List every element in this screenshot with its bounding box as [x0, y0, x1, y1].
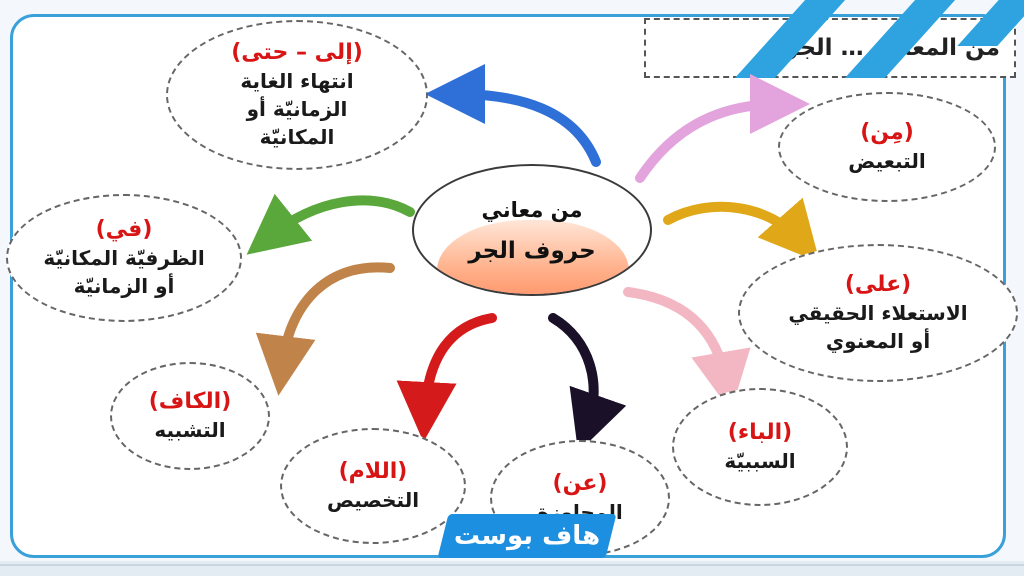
bubble-ba: (الباء) السببيّة: [672, 388, 848, 506]
bubble-line: التخصيص: [326, 488, 420, 512]
bottom-divider: [0, 564, 1024, 566]
bubble-heading: (عن): [552, 471, 608, 496]
bubble-line: الزمانيّة أو: [246, 97, 348, 121]
bubble-heading: (إلى – حتى): [231, 40, 363, 65]
arrow-fi: [246, 193, 415, 255]
bubble-line: السببيّة: [724, 449, 796, 473]
bubble-line: أو المعنوي: [825, 329, 931, 353]
center-node: من معاني حروف الجر: [412, 164, 652, 296]
center-line-2: حروف الجر: [468, 238, 596, 264]
bubble-line: التبعيض: [848, 149, 926, 173]
bubble-min: (مِن) التبعيض: [778, 92, 996, 202]
arrow-ila: [425, 64, 601, 167]
bubble-line: التشبيه: [154, 418, 226, 442]
arrow-lam: [396, 313, 497, 442]
bubble-line: أو الزمانيّة: [73, 274, 175, 298]
bubble-heading: (الباء): [727, 420, 793, 445]
arrow-kaf: [255, 262, 395, 396]
bubble-ila: (إلى – حتى) انتهاء الغاية الزمانيّة أو ا…: [166, 20, 428, 170]
arrow-min: [635, 74, 810, 183]
bubble-fi: (في) الظرفيّة المكانيّة أو الزمانيّة: [6, 194, 242, 322]
bubble-lam: (اللام) التخصيص: [280, 428, 466, 544]
center-gradient-fill: [437, 220, 629, 294]
bubble-heading: (على): [844, 272, 912, 297]
arrow-an: [548, 313, 627, 453]
bubble-heading: (في): [95, 217, 153, 242]
bubble-kaf: (الكاف) التشبيه: [110, 362, 270, 470]
arrow-ala: [663, 197, 820, 263]
bubble-line: انتهاء الغاية: [240, 69, 354, 93]
bubble-heading: (اللام): [338, 459, 408, 484]
watermark-text: هاف بوست: [453, 521, 601, 551]
bubble-heading: (مِن): [860, 120, 914, 145]
bubble-line: الاستعلاء الحقيقي: [788, 301, 968, 325]
bubble-line: المكانيّة: [259, 125, 335, 149]
bubble-line: الظرفيّة المكانيّة: [43, 246, 205, 270]
arrow-ba: [623, 287, 751, 412]
bubble-heading: (الكاف): [148, 389, 232, 414]
center-line-1: من معاني: [481, 198, 583, 222]
bubble-ala: (على) الاستعلاء الحقيقي أو المعنوي: [738, 244, 1018, 382]
